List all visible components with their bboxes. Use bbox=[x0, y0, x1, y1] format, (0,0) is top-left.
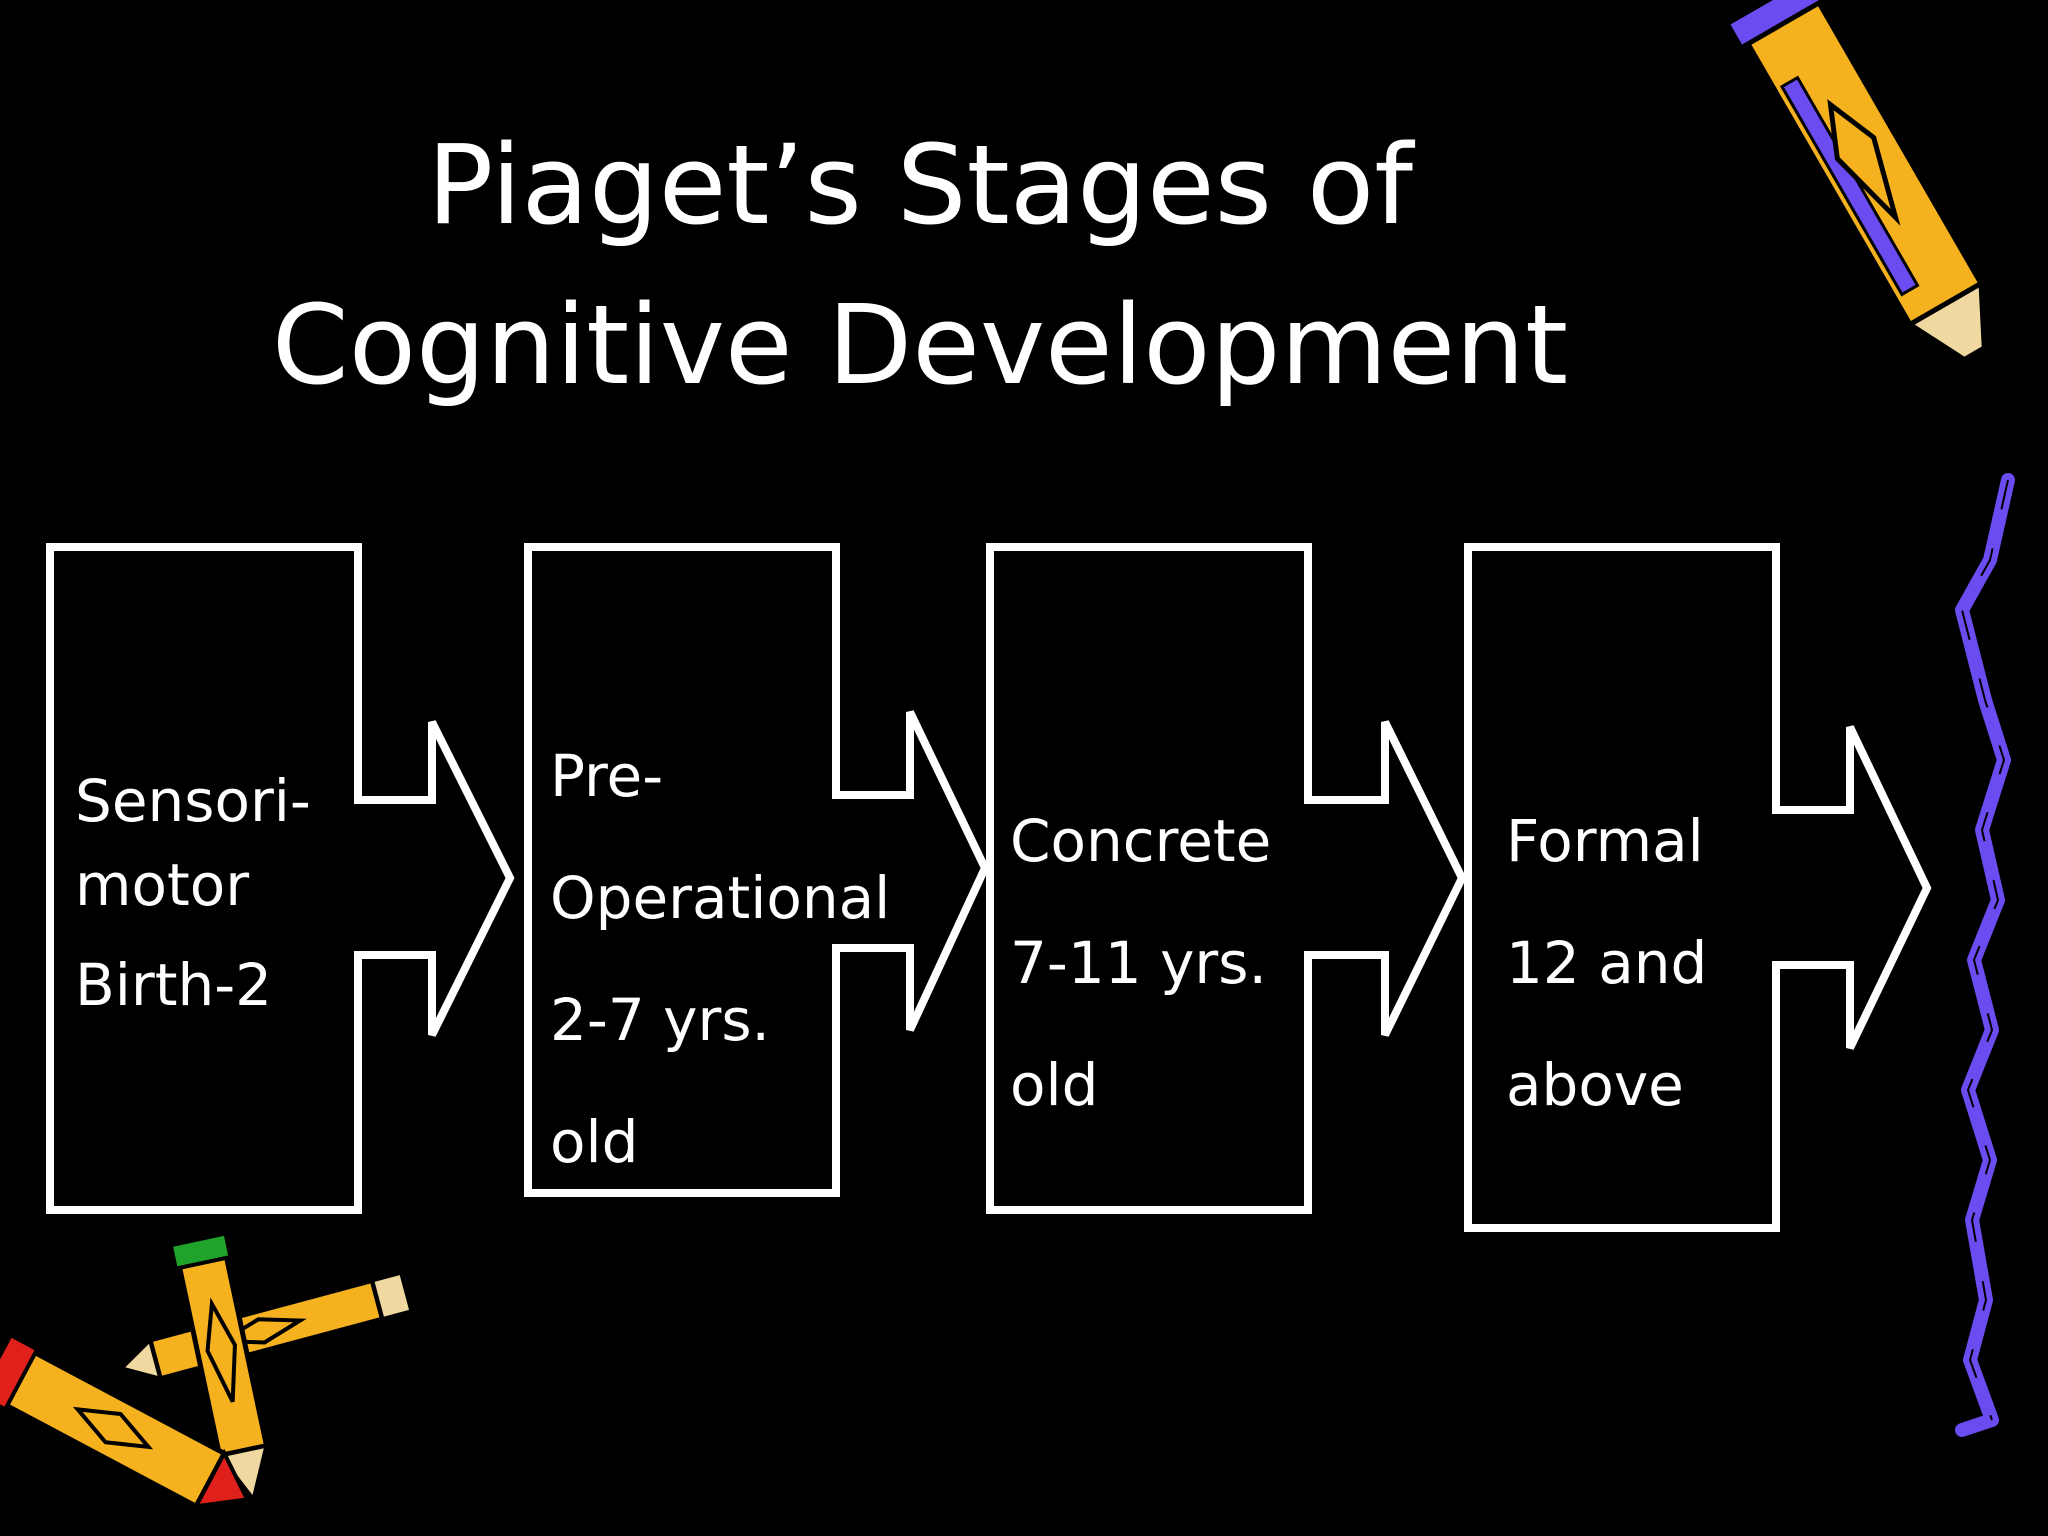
slide-title: Piaget’s Stages of Cognitive Development bbox=[0, 105, 1840, 425]
stage-label-sensorimotor: Sensori- motor Birth-2 bbox=[75, 770, 311, 1016]
stage-name-line: Concrete bbox=[1010, 807, 1272, 875]
title-line-1: Piaget’s Stages of bbox=[427, 121, 1413, 249]
stage-name-line: Sensori- bbox=[75, 767, 311, 835]
crossed-pencils-icon bbox=[0, 1231, 414, 1510]
stage-arrow-preoperational bbox=[524, 543, 990, 1197]
stage-arrow-concrete bbox=[986, 543, 1467, 1214]
stage-age-line: above bbox=[1506, 1051, 1684, 1119]
stage-name-line: Pre- bbox=[550, 742, 664, 810]
pencil-icon bbox=[1723, 0, 1989, 378]
stage-age-line: 12 and bbox=[1506, 929, 1708, 997]
stage-age-line: old bbox=[550, 1108, 639, 1176]
stage-age-line: 2-7 yrs. bbox=[550, 986, 770, 1054]
stage-label-preoperational: Pre- Operational 2-7 yrs. old bbox=[550, 745, 890, 1173]
stage-label-formal: Formal 12 and above bbox=[1506, 810, 1707, 1116]
stage-age-line: Birth-2 bbox=[75, 951, 273, 1019]
stage-age-line: 7-11 yrs. bbox=[1010, 929, 1267, 997]
stage-name-line: Formal bbox=[1506, 807, 1704, 875]
stage-label-concrete: Concrete 7-11 yrs. old bbox=[1010, 810, 1271, 1116]
stage-name-line: Operational bbox=[550, 864, 891, 932]
title-line-2: Cognitive Development bbox=[271, 281, 1569, 409]
stage-name-line: motor bbox=[75, 851, 250, 919]
stage-arrow-sensorimotor bbox=[46, 543, 515, 1214]
stage-arrow-formal bbox=[1464, 543, 1932, 1232]
stage-age-line: old bbox=[1010, 1051, 1099, 1119]
scribble-line bbox=[1955, 473, 2015, 1437]
